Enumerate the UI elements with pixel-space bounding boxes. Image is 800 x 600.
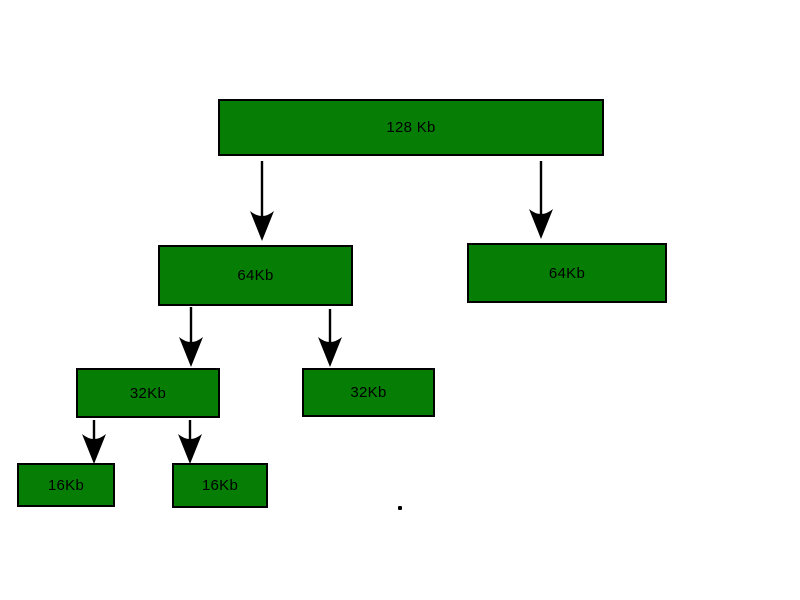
node-32kb-right: 32Kb [302, 368, 435, 417]
arrow-64kb-left-to-32kb-right [318, 309, 342, 367]
node-128kb: 128 Kb [218, 99, 604, 156]
arrowhead-icon [178, 434, 202, 464]
arrowhead-icon [318, 337, 342, 367]
node-16kb-right: 16Kb [172, 463, 268, 508]
arrowhead-icon [82, 434, 106, 464]
arrow-32kb-left-to-16kb-right [178, 420, 202, 464]
arrow-64kb-left-to-32kb-left [179, 307, 203, 367]
node-32kb-left: 32Kb [76, 368, 220, 418]
arrowhead-icon [179, 337, 203, 367]
stray-period-mark [398, 506, 402, 510]
arrow-128kb-to-64kb-right [529, 161, 553, 239]
node-64kb-right: 64Kb [467, 243, 667, 303]
arrowhead-icon [529, 209, 553, 239]
node-16kb-left: 16Kb [17, 463, 115, 507]
arrow-128kb-to-64kb-left [250, 161, 274, 241]
arrow-32kb-left-to-16kb-left [82, 420, 106, 464]
arrowhead-icon [250, 211, 274, 241]
node-64kb-left: 64Kb [158, 245, 353, 306]
